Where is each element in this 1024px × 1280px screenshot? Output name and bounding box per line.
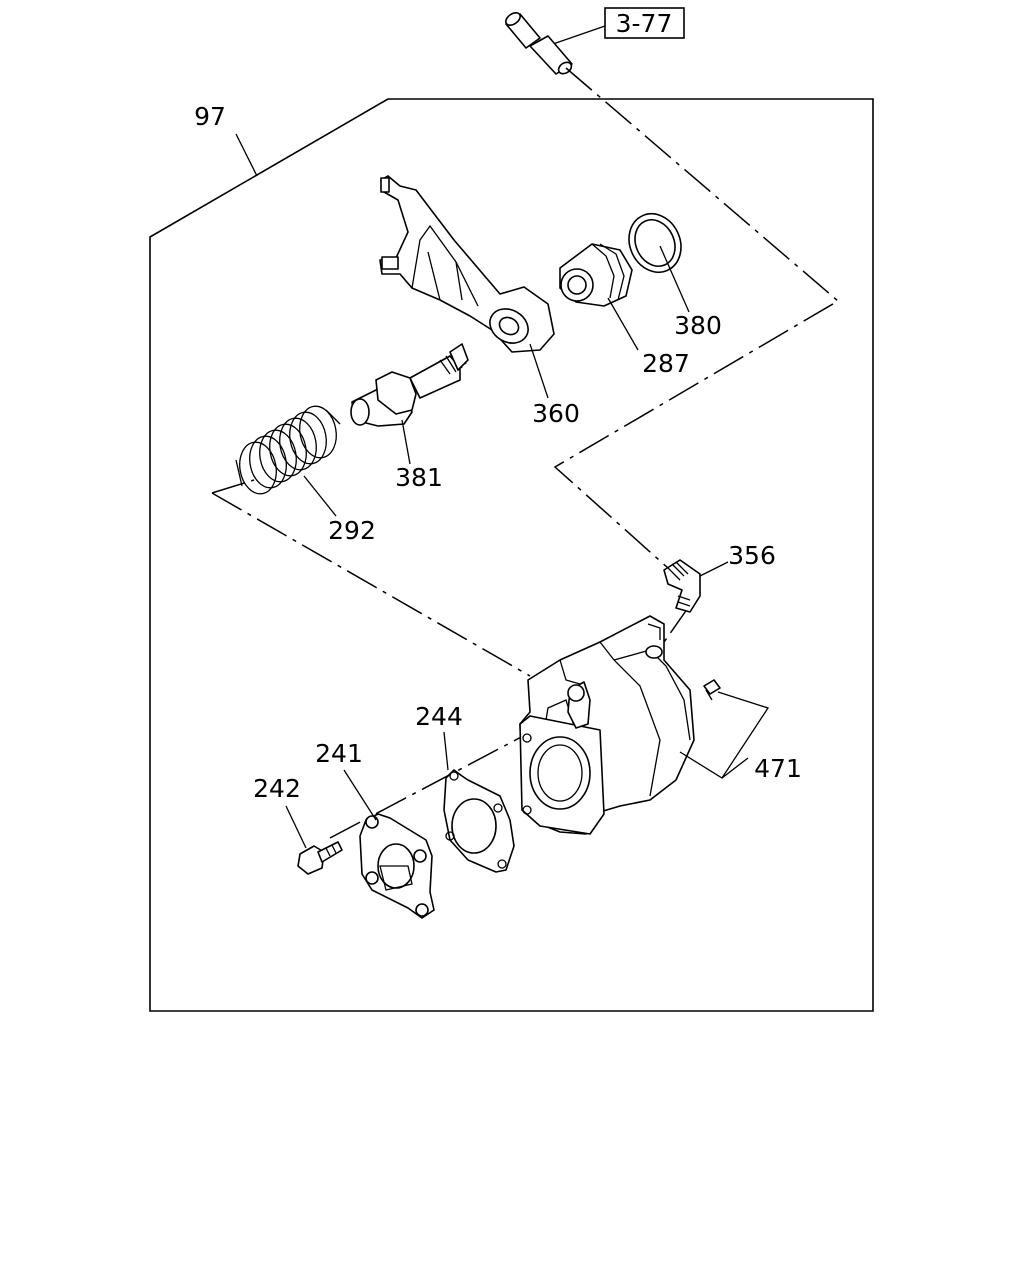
callout-287[interactable]: 287 [642, 349, 690, 378]
callout-97[interactable]: 97 [194, 102, 226, 131]
bolt [297, 841, 343, 875]
spring [235, 405, 341, 495]
callout-381[interactable]: 381 [395, 463, 443, 492]
ring [628, 213, 682, 273]
assembly-frame [149, 98, 874, 1012]
callout-244[interactable]: 244 [415, 702, 463, 731]
callout-labels: 97 380 287 360 381 292 356 244 241 242 4… [194, 102, 802, 803]
reference-callout[interactable]: 3-77 [552, 7, 685, 45]
pushrod [350, 343, 469, 427]
reference-leader [552, 25, 606, 45]
callout-380[interactable]: 380 [674, 311, 722, 340]
callout-242[interactable]: 242 [253, 774, 301, 803]
callout-471[interactable]: 471 [754, 754, 802, 783]
reference-label: 3-77 [616, 9, 673, 38]
dash-line-cover [329, 734, 526, 839]
gasket [443, 769, 515, 873]
callout-360[interactable]: 360 [532, 399, 580, 428]
reference-box [604, 7, 685, 39]
leader-lines [235, 133, 770, 849]
top-fitting [505, 12, 573, 75]
callout-356[interactable]: 356 [728, 541, 776, 570]
boot [559, 243, 633, 307]
dash-line-spring [211, 479, 531, 677]
dash-line-fitting [553, 67, 840, 569]
slave-cylinder [519, 615, 695, 835]
callout-292[interactable]: 292 [328, 516, 376, 545]
cover-plate [359, 813, 435, 919]
callout-241[interactable]: 241 [315, 739, 363, 768]
elbow-fitting [663, 559, 701, 613]
clutch-fork [379, 175, 555, 353]
dash-line-hose [654, 604, 691, 656]
bleed-screw [703, 679, 721, 701]
